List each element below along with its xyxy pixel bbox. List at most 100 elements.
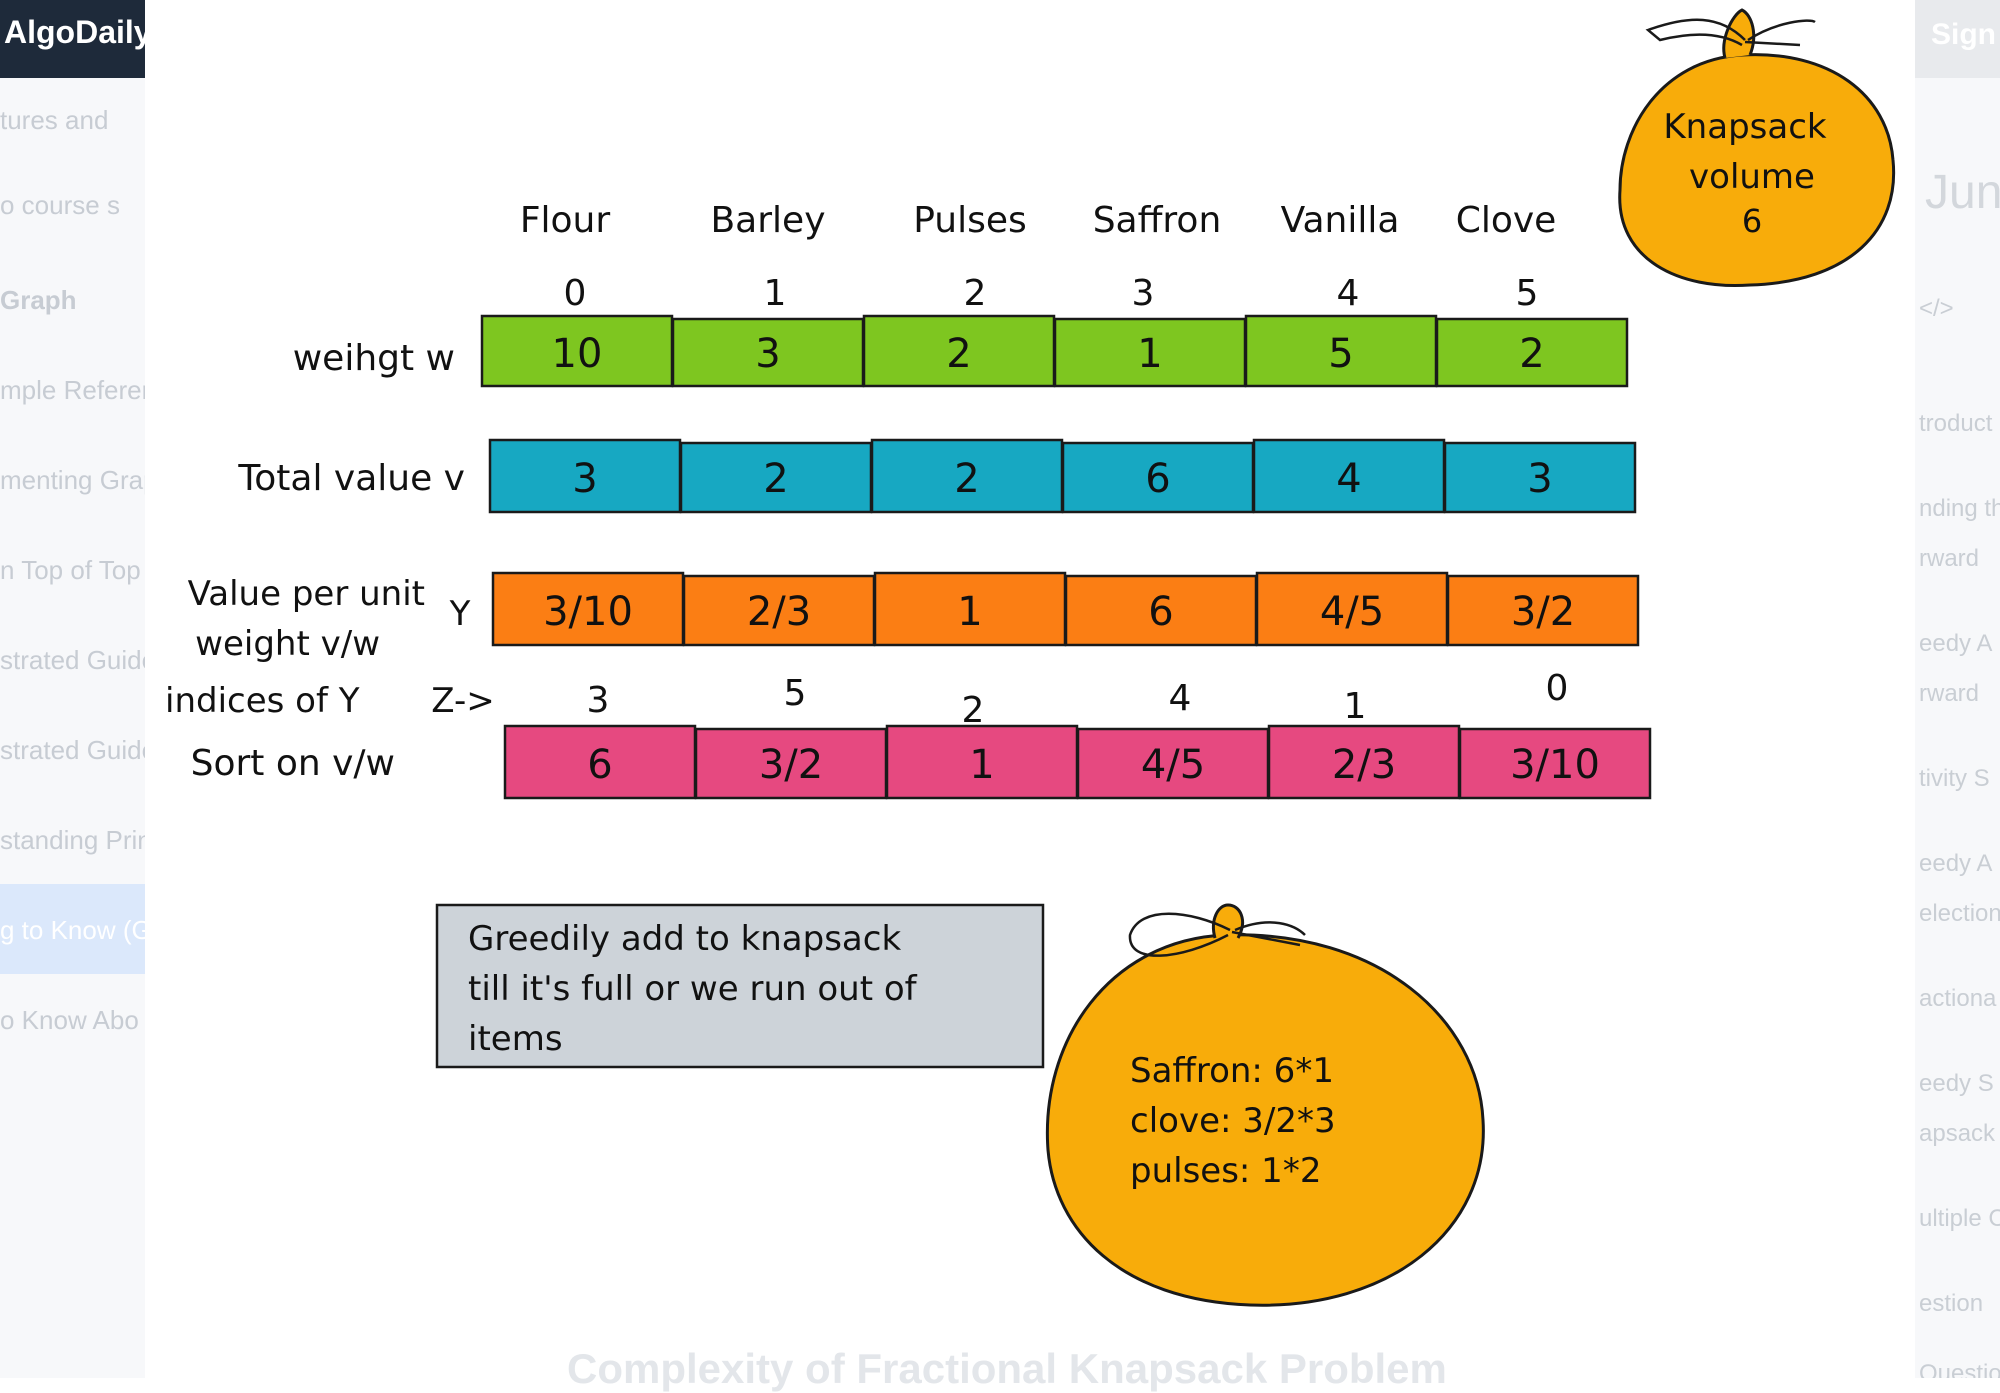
row-label: Total value v [237, 458, 465, 499]
cell-value: 2 [946, 331, 971, 377]
background-nav-item: tures and [0, 105, 109, 135]
background-signup-button [1915, 0, 2000, 78]
cell-value: 3/10 [1510, 742, 1600, 788]
item-index-label: 0 [564, 273, 587, 314]
value-cell [1244, 314, 1438, 388]
value-cell [885, 724, 1079, 800]
background-toc-item: apsack [1919, 1120, 1996, 1147]
result-line1: Saffron: 6*1 [1130, 1051, 1334, 1091]
result-line2: clove: 3/2*3 [1130, 1101, 1336, 1141]
value-cell [873, 571, 1067, 647]
z-index-value: 2 [962, 690, 985, 731]
cell-value: 4/5 [1141, 742, 1205, 788]
background-active-item [0, 884, 145, 974]
value-cell [1053, 317, 1247, 388]
background-toc-item: rward [1919, 545, 1980, 572]
z-index-value: 4 [1169, 678, 1192, 719]
cell-value: 6 [587, 742, 612, 788]
cell-value: 10 [552, 331, 603, 377]
item-name-label: Barley [710, 200, 825, 241]
value-cell [1443, 441, 1637, 514]
z-label: Z-> [431, 681, 494, 721]
cell-value: 2/3 [747, 589, 811, 635]
row-label: Value per unit [188, 574, 425, 614]
item-index-label: 3 [1132, 273, 1155, 314]
knapsack-title-line1: Knapsack [1663, 107, 1827, 147]
background-nav-item: strated Guide [0, 645, 145, 675]
background-nav-item: n Top of Top [0, 555, 141, 585]
row-side-label: Y [449, 594, 471, 634]
background-toc-item: nding th [1919, 495, 2000, 522]
background-nav-item: g to Know (G [0, 915, 145, 945]
note-line3: items [468, 1019, 563, 1059]
value-cell [1076, 727, 1270, 800]
cell-value: 6 [1145, 456, 1170, 502]
cell-value: 1 [1137, 331, 1162, 377]
background-toc-item: eedy S [1919, 1070, 1994, 1097]
value-cell [480, 314, 674, 388]
cell-value: 2 [1519, 331, 1544, 377]
z-index-value: 1 [1344, 686, 1367, 727]
row-label: weihgt w [293, 338, 455, 379]
background-toc-item: </> [1919, 295, 1954, 322]
value-cell [488, 438, 682, 514]
item-index-label: 2 [964, 273, 987, 314]
cell-value: 3/10 [543, 589, 633, 635]
cell-value: 1 [957, 589, 982, 635]
background-nav-item: standing Prin [0, 825, 145, 855]
background-toc-item: Sign [1931, 18, 1996, 51]
cell-value: 3/2 [759, 742, 823, 788]
knapsack-capacity-value: 6 [1742, 202, 1762, 240]
background-toc-item: Question [1919, 1360, 2000, 1378]
background-toc-item: election [1919, 900, 2000, 927]
row-label: Sort on v/w [191, 743, 395, 784]
background-toc-item: Jun [1925, 166, 2000, 219]
cell-value: 4 [1336, 456, 1361, 502]
brand-logo-text: AlgoDaily [4, 14, 145, 50]
item-name-label: Saffron [1093, 200, 1222, 241]
value-cell [862, 314, 1056, 388]
cell-value: 3/2 [1511, 589, 1575, 635]
background-toc-item: rward [1919, 680, 1980, 707]
z-index-value: 3 [587, 680, 610, 721]
indices-of-y-label: indices of Y [165, 681, 360, 721]
row-label-secondary: weight v/w [195, 624, 380, 664]
cell-value: 3 [572, 456, 597, 502]
background-toc-item: eedy A [1919, 630, 1993, 657]
background-toc-item: tivity S [1919, 765, 1990, 792]
background-nav-item: Graph [0, 285, 77, 315]
background-toc-item: eedy A [1919, 850, 1993, 877]
value-cell [491, 571, 685, 647]
item-name-label: Flour [520, 200, 611, 241]
z-index-value: 5 [784, 673, 807, 714]
item-name-label: Vanilla [1281, 200, 1400, 241]
background-nav-item: strated Guide [0, 735, 145, 765]
value-cell [1446, 574, 1640, 647]
background-toc-item: estion [1919, 1290, 1984, 1317]
background-nav-item: menting Grap [0, 465, 145, 495]
value-cell [503, 724, 697, 800]
background-nav-item: o Know Abo [0, 1005, 139, 1035]
value-cell [1255, 571, 1449, 647]
cell-value: 2 [763, 456, 788, 502]
item-index-label: 5 [1516, 273, 1539, 314]
z-index-value: 0 [1546, 668, 1569, 709]
background-nav-item: mple Referen [0, 375, 145, 405]
value-cell [1064, 574, 1258, 647]
item-index-label: 4 [1337, 273, 1360, 314]
background-toc-item: ultiple C [1919, 1205, 2000, 1232]
item-name-label: Pulses [913, 200, 1027, 241]
cell-value: 6 [1148, 589, 1173, 635]
value-cell [1435, 317, 1629, 388]
cell-value: 5 [1328, 331, 1353, 377]
